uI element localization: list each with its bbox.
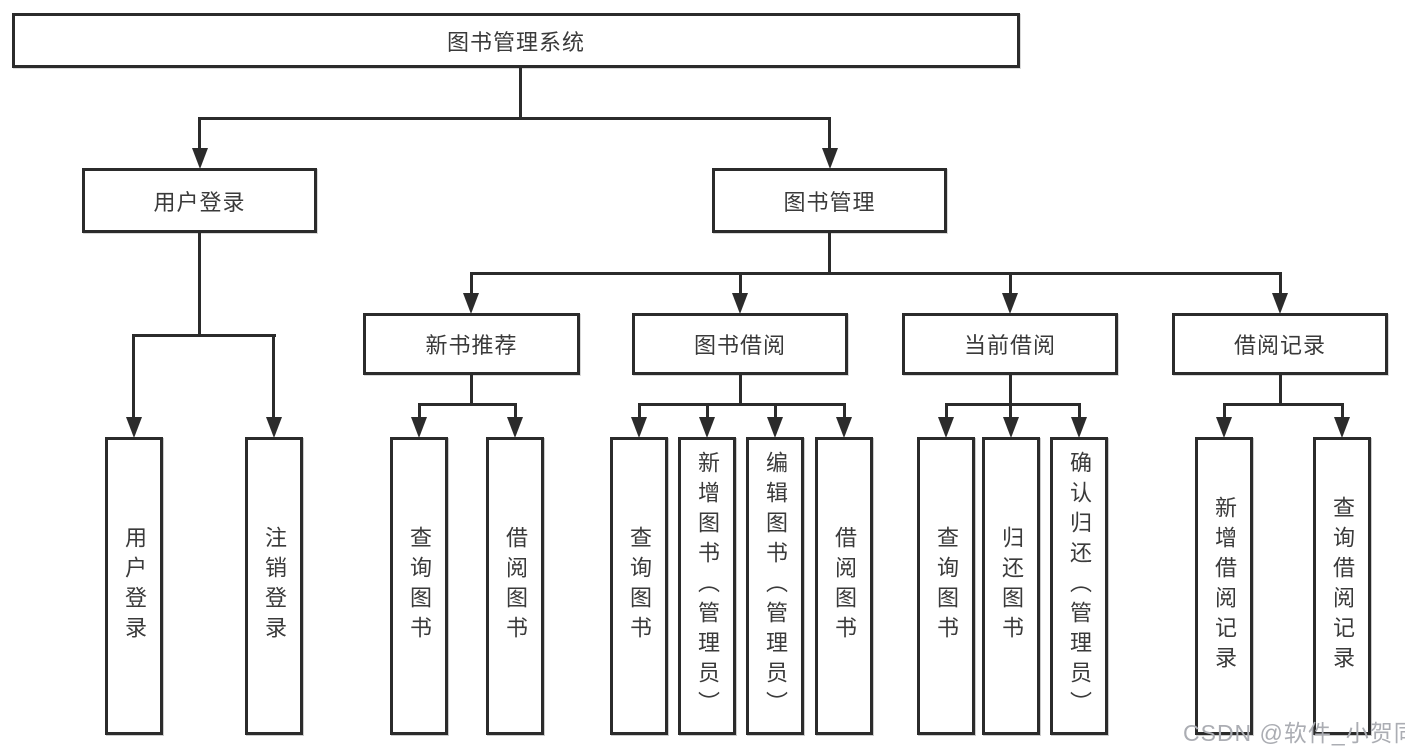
arrowhead-down-icon	[507, 417, 523, 438]
connector-hline	[1223, 403, 1343, 406]
node-current-borrow: 当前借阅	[902, 313, 1118, 375]
connector-vline	[132, 334, 135, 418]
arrowhead-down-icon	[836, 417, 852, 438]
node-book-borrow: 图书借阅	[632, 313, 848, 375]
node-leaf-query-book-borrow: 查询图书	[610, 437, 668, 735]
node-label: 注销登录	[262, 526, 287, 646]
connector-vline	[418, 403, 421, 418]
connector-vline	[1223, 403, 1226, 418]
connector-hline	[418, 403, 517, 406]
arrowhead-down-icon	[822, 148, 838, 169]
connector-vline	[739, 375, 742, 406]
node-leaf-borrow-book: 借阅图书	[815, 437, 873, 735]
arrowhead-down-icon	[1216, 417, 1232, 438]
connector-vline	[706, 403, 709, 418]
connector-vline	[739, 272, 742, 294]
node-leaf-logout: 注销登录	[245, 437, 303, 735]
arrowhead-down-icon	[192, 148, 208, 169]
node-label: 用户登录	[153, 189, 246, 215]
node-label: 编辑图书（管理员）	[763, 451, 788, 721]
arrowhead-down-icon	[938, 417, 954, 438]
connector-hline	[470, 272, 1282, 275]
connector-vline	[1009, 403, 1012, 418]
node-label: 查询图书	[407, 526, 432, 646]
node-leaf-user-login: 用户登录	[105, 437, 163, 735]
connector-vline	[470, 375, 473, 406]
node-label: 新增图书（管理员）	[695, 451, 720, 721]
connector-vline	[945, 403, 948, 418]
connector-vline	[828, 233, 831, 275]
arrowhead-down-icon	[1071, 417, 1087, 438]
arrowhead-down-icon	[126, 417, 142, 438]
node-label: 当前借阅	[963, 333, 1056, 358]
connector-vline	[272, 334, 275, 418]
connector-vline	[1279, 375, 1282, 406]
node-leaf-edit-book-admin: 编辑图书（管理员）	[746, 437, 804, 735]
connector-hline	[945, 403, 1081, 406]
connector-vline	[1078, 403, 1081, 418]
arrowhead-down-icon	[631, 417, 647, 438]
connector-vline	[774, 403, 777, 418]
arrowhead-down-icon	[699, 417, 715, 438]
node-leaf-borrow-book-recommend: 借阅图书	[486, 437, 544, 735]
connector-hline	[638, 403, 846, 406]
connector-vline	[1279, 272, 1282, 294]
connector-vline	[1341, 403, 1344, 418]
connector-vline	[1009, 375, 1012, 406]
node-leaf-add-book-admin: 新增图书（管理员）	[678, 437, 736, 735]
node-leaf-return-book: 归还图书	[982, 437, 1040, 735]
node-label: 图书管理系统	[446, 29, 585, 55]
arrowhead-down-icon	[1003, 417, 1019, 438]
connector-vline	[1009, 272, 1012, 294]
node-label: 借阅图书	[832, 526, 857, 646]
arrowhead-down-icon	[1334, 417, 1350, 438]
node-new-book-recommend: 新书推荐	[363, 313, 580, 375]
node-label: 借阅记录	[1233, 333, 1326, 358]
node-label: 归还图书	[999, 526, 1024, 646]
arrowhead-down-icon	[266, 417, 282, 438]
node-book-management: 图书管理	[712, 168, 947, 233]
arrowhead-down-icon	[732, 293, 748, 314]
node-user-login: 用户登录	[82, 168, 317, 233]
connector-vline	[470, 272, 473, 294]
connector-hline	[132, 334, 276, 337]
node-label: 确认归还（管理员）	[1067, 451, 1092, 721]
arrowhead-down-icon	[463, 293, 479, 314]
node-label: 新增借阅记录	[1212, 496, 1237, 676]
csdn-watermark: CSDN @软件_小贺同学	[1183, 720, 1405, 746]
arrowhead-down-icon	[1002, 293, 1018, 314]
connector-hline	[198, 117, 831, 120]
node-label: 查询图书	[934, 526, 959, 646]
node-leaf-add-borrow-record: 新增借阅记录	[1195, 437, 1253, 735]
node-label: 图书管理	[783, 189, 876, 215]
node-label: 查询图书	[627, 526, 652, 646]
connector-vline	[638, 403, 641, 418]
connector-vline	[198, 233, 201, 337]
connector-vline	[828, 117, 831, 151]
node-borrow-record: 借阅记录	[1172, 313, 1388, 375]
node-leaf-query-book-current: 查询图书	[917, 437, 975, 735]
connector-vline	[198, 117, 201, 151]
connector-vline	[514, 403, 517, 418]
connector-vline	[519, 68, 522, 120]
node-leaf-confirm-return-admin: 确认归还（管理员）	[1050, 437, 1108, 735]
node-label: 查询借阅记录	[1330, 496, 1355, 676]
node-library-system: 图书管理系统	[12, 13, 1020, 68]
arrowhead-down-icon	[411, 417, 427, 438]
node-leaf-query-book-recommend: 查询图书	[390, 437, 448, 735]
node-leaf-query-borrow-record: 查询借阅记录	[1313, 437, 1371, 735]
node-label: 用户登录	[122, 526, 147, 646]
node-label: 新书推荐	[425, 333, 518, 358]
arrowhead-down-icon	[767, 417, 783, 438]
connector-vline	[843, 403, 846, 418]
node-label: 图书借阅	[693, 333, 786, 358]
node-label: 借阅图书	[503, 526, 528, 646]
arrowhead-down-icon	[1272, 293, 1288, 314]
